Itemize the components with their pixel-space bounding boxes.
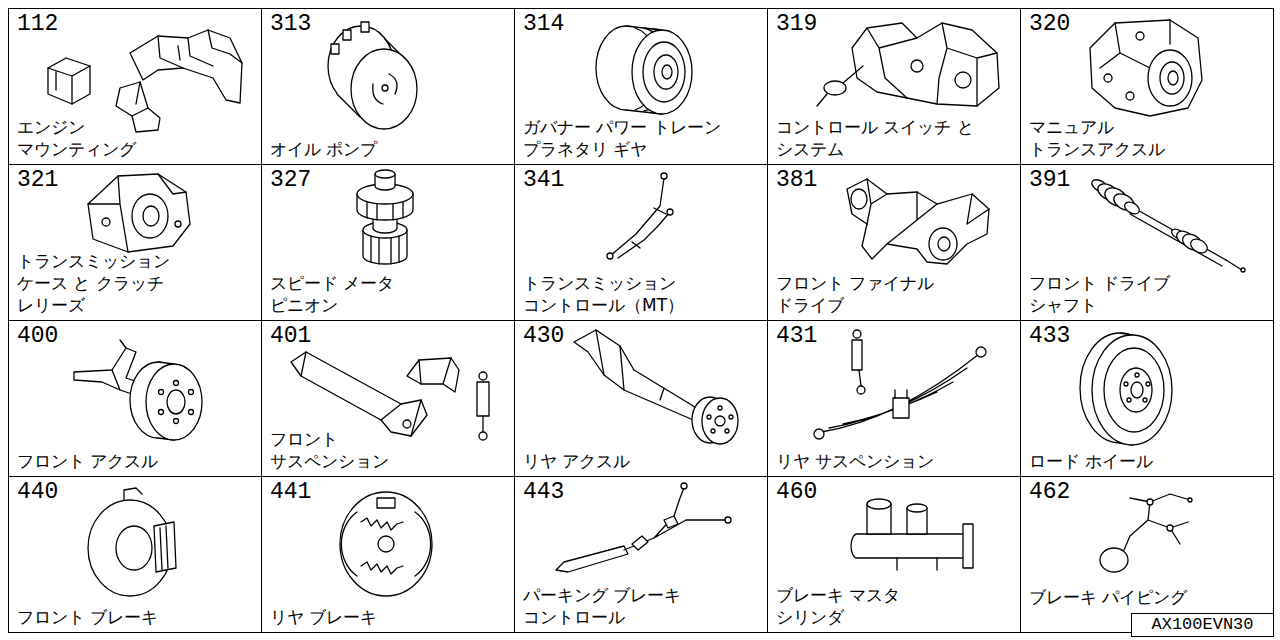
switch-system-drawing [817,23,999,106]
part-name: パーキング ブレーキ コントロール [523,584,693,628]
callout-number: 314 [523,11,759,37]
part-name: コントロール スイッチ と システム [776,116,980,160]
index-cell: 440 フロント ブレーキ [8,476,262,633]
index-cell: 430 リヤ アクスル [514,320,768,477]
part-name: フロント ファイナル ドライブ [776,272,946,316]
front-suspension-drawing [291,352,489,440]
oil-pump-drawing [328,22,417,129]
governor-drawing [596,26,692,114]
part-name: スピード メータ ピニオン [270,272,406,316]
callout-number: 443 [523,479,759,505]
rear-suspension-drawing [814,330,986,439]
part-name: オイル ポンプ [270,138,506,160]
callout-number: 320 [1029,11,1265,37]
part-name: リヤ ブレーキ [270,606,506,628]
rear-axle-drawing [574,330,738,444]
index-cell: 443 パーキング ブレーキ コントロール [514,476,768,633]
index-cell: 321 トランスミッション ケース と クラッチ レリーズ [8,164,262,321]
index-cell: 112 エンジン マウンティング [8,8,262,165]
callout-number: 400 [17,323,253,349]
part-name: リヤ サスペンション [776,450,1012,472]
index-cell: 462 ブレーキ パイピング [1020,476,1274,633]
index-cell: 319 コントロール スイッチ と システム [767,8,1021,165]
callout-number: 112 [17,11,253,37]
callout-number: 433 [1029,323,1265,349]
index-cell: 401 フロント サスペンション [261,320,515,477]
index-cell: 400 フロント アクスル [8,320,262,477]
front-axle-drawing [74,340,202,440]
callout-number: 327 [270,167,506,193]
control-rod-drawing [607,173,673,259]
callout-number: 430 [523,323,759,349]
index-cell: 391 フロント ドライブ シャフト [1020,164,1274,321]
part-name: リヤ アクスル [523,450,759,472]
part-name: トランスミッション ケース と クラッチ レリーズ [17,250,187,316]
index-cell: 441 リヤ ブレーキ [261,476,515,633]
index-cell: 341 トランスミッション コントロール（MT） [514,164,768,321]
part-name: マニュアル トランスアクスル [1029,116,1182,160]
drawing-code-box: AX100EVN30 [1131,613,1274,637]
pinion-drawing [357,170,413,264]
index-cell: 313 オイル ポンプ [261,8,515,165]
part-name: ガバナー パワー トレーン プラネタリ ギヤ [523,116,753,160]
final-drive-drawing [847,179,989,264]
mounting-drawing [48,30,242,132]
part-name: フロント アクスル [17,450,253,472]
part-name: フロント ブレーキ [17,606,253,628]
callout-number: 313 [270,11,506,37]
callout-number: 341 [523,167,759,193]
part-name: フロント サスペンション [270,428,406,472]
index-cell: 314 ガバナー パワー トレーン プラネタリ ギヤ [514,8,768,165]
drive-shaft-drawing [1090,177,1245,272]
index-cell: 320 マニュアル トランスアクスル [1020,8,1274,165]
index-cell: 381 フロント ファイナル ドライブ [767,164,1021,321]
part-name: ロード ホイール [1029,450,1265,472]
callout-number: 381 [776,167,1012,193]
drawing-code: AX100EVN30 [1151,615,1253,635]
callout-number: 462 [1029,479,1265,505]
callout-number: 401 [270,323,506,349]
rear-brake-drawing [340,492,432,596]
road-wheel-drawing [1080,333,1172,445]
callout-number: 460 [776,479,1012,505]
front-brake-drawing [88,488,176,596]
parking-brake-drawing [556,483,731,572]
transaxle-drawing [1090,20,1202,116]
master-cylinder-drawing [851,499,973,570]
index-cell: 431 リヤ サスペンション [767,320,1021,477]
callout-number: 391 [1029,167,1265,193]
callout-number: 441 [270,479,506,505]
piping-drawing [1100,494,1192,572]
callout-number: 431 [776,323,1012,349]
callout-number: 319 [776,11,1012,37]
index-cell: 460 ブレーキ マスタ シリンダ [767,476,1021,633]
part-name: ブレーキ マスタ シリンダ [776,584,912,628]
index-cell: 327 スピード メータ ピニオン [261,164,515,321]
part-name: エンジン マウンティング [17,116,153,160]
callout-number: 321 [17,167,253,193]
part-name: フロント ドライブ シャフト [1029,272,1182,316]
part-name: トランスミッション コントロール（MT） [523,272,710,316]
part-name: ブレーキ パイピング [1029,586,1265,608]
case-drawing [88,174,190,252]
callout-number: 440 [17,479,253,505]
index-cell: 433 ロード ホイール [1020,320,1274,477]
